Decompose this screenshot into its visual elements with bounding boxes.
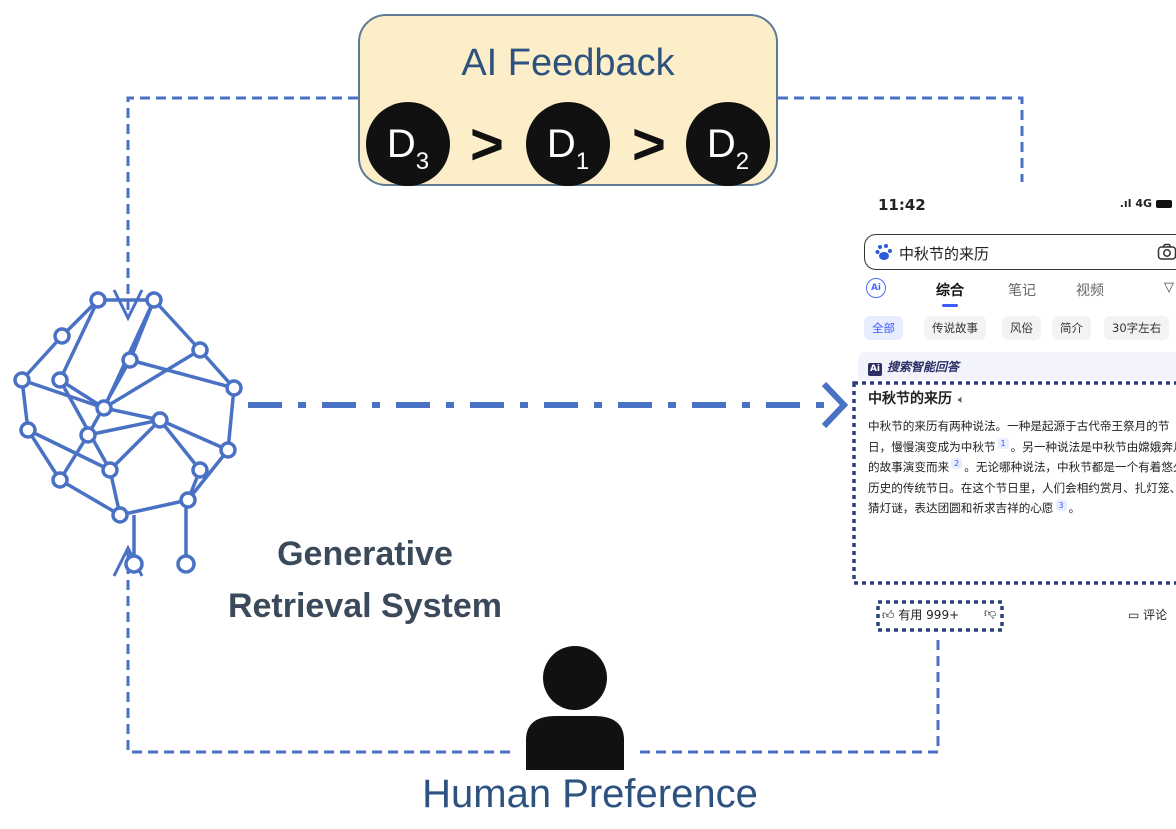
- greater-than-operator: >: [632, 112, 666, 177]
- ai-assistant-icon[interactable]: Ai: [866, 278, 886, 298]
- tab-comprehensive[interactable]: 综合: [936, 283, 964, 299]
- doc-node-d2: D2: [686, 102, 770, 186]
- signal-icon: .ıl: [1119, 197, 1136, 210]
- chip-30-chars[interactable]: 30字左右: [1104, 316, 1170, 340]
- dislike-button[interactable]: 👎︎: [984, 606, 996, 621]
- comment-label: 评论: [1143, 608, 1168, 622]
- chip-summary[interactable]: 简介: [1052, 316, 1091, 340]
- search-input[interactable]: 中秋节的来历: [864, 234, 1176, 270]
- like-label: 有用 999+: [898, 608, 960, 622]
- answer-title-text: 中秋节的来历: [868, 391, 952, 407]
- answer-title: 中秋节的来历 🔈︎: [868, 388, 965, 408]
- comment-button[interactable]: ▭ 评论: [1128, 606, 1167, 623]
- battery-icon: [1156, 200, 1172, 208]
- greater-than-operator: >: [470, 112, 504, 177]
- answer-text-part: 。无论哪种说法，中秋节都是一个有着悠久历史的传统节日。在这个节日里，人们会相约赏…: [868, 460, 1176, 516]
- doc-node-d1: D1: [526, 102, 610, 186]
- answer-text-part: 中秋节的来历有两种说法。一种是起源于古代帝王祭月的节日，慢慢演变成为中秋节: [868, 419, 1170, 454]
- ai-answer-heading: Ai 搜索智能回答: [868, 358, 959, 376]
- human-to-system-arrow: [126, 548, 510, 754]
- filter-chips: 全部 传说故事 风俗 简介 30字左右: [862, 316, 1176, 342]
- active-tab-indicator: [942, 304, 958, 307]
- result-tabs: Ai 综合 笔记 视频 ▽: [852, 278, 1176, 308]
- network-type: 4G: [1135, 197, 1152, 210]
- speaker-icon[interactable]: 🔈︎: [958, 393, 965, 406]
- brain-network-icon: [13, 291, 243, 574]
- ai-feedback-title: AI Feedback: [461, 42, 675, 84]
- ai-logo-icon: Ai: [868, 363, 882, 376]
- doc-node-base: D: [706, 122, 736, 166]
- human-preference-label: Human Preference: [422, 772, 758, 816]
- citation-badge[interactable]: 2: [951, 458, 963, 470]
- search-query-text: 中秋节的来历: [899, 245, 990, 263]
- chip-customs[interactable]: 风俗: [1002, 316, 1041, 340]
- filter-icon[interactable]: ▽: [1164, 280, 1174, 295]
- generation-arrowhead: [821, 381, 849, 429]
- status-network: .ıl 4G: [1120, 197, 1172, 210]
- person-icon: [526, 646, 624, 770]
- status-time: 11:42: [878, 196, 926, 214]
- thumbs-down-icon: 👎︎: [984, 606, 997, 620]
- citation-badge[interactable]: 1: [997, 437, 1009, 449]
- baidu-paw-icon: [875, 244, 892, 260]
- doc-node-subscript: 1: [575, 148, 590, 175]
- generative-retrieval-system-label: Generative Retrieval System: [180, 528, 550, 632]
- doc-node-base: D: [386, 122, 416, 166]
- answer-text-part: 。: [1068, 501, 1081, 516]
- doc-node-subscript: 2: [735, 148, 750, 175]
- answer-highlight-box: [852, 381, 1176, 585]
- doc-node-base: D: [546, 122, 576, 166]
- ai-feedback-box: AI Feedback D3 > D1 > D2: [358, 14, 778, 186]
- system-label-line1: Generative: [277, 535, 453, 573]
- ai-answer-heading-text: 搜索智能回答: [887, 360, 960, 374]
- thumbs-up-icon: 👍︎: [882, 608, 899, 622]
- feedback-highlight-box: [876, 600, 1004, 632]
- system-label-line2: Retrieval System: [227, 587, 503, 625]
- doc-node-subscript: 3: [415, 148, 430, 175]
- doc-node-d3: D3: [366, 102, 450, 186]
- chip-all[interactable]: 全部: [864, 316, 903, 340]
- tab-video[interactable]: 视频: [1076, 283, 1104, 299]
- tab-notes[interactable]: 笔记: [1008, 283, 1036, 299]
- feedback-to-system-arrow: [126, 96, 358, 318]
- citation-badge[interactable]: 3: [1055, 499, 1067, 511]
- chip-legend-stories[interactable]: 传说故事: [924, 316, 986, 340]
- comment-icon: ▭: [1128, 608, 1144, 622]
- answer-text-part: 。另一种说法是中秋节由嫦娥奔月的故事演变而来: [868, 439, 1176, 475]
- like-button[interactable]: 👍︎ 有用 999+: [882, 606, 959, 623]
- search-app-screenshot: 11:42 .ıl 4G 中秋节的来历 Ai 综合 笔记 视频 ▽: [852, 182, 1176, 638]
- human-to-answer-link: [640, 630, 940, 754]
- answer-card: 中秋节的来历 🔈︎ 中秋节的来历有两种说法。一种是起源于古代帝王祭月的节日，慢慢演…: [852, 380, 1176, 596]
